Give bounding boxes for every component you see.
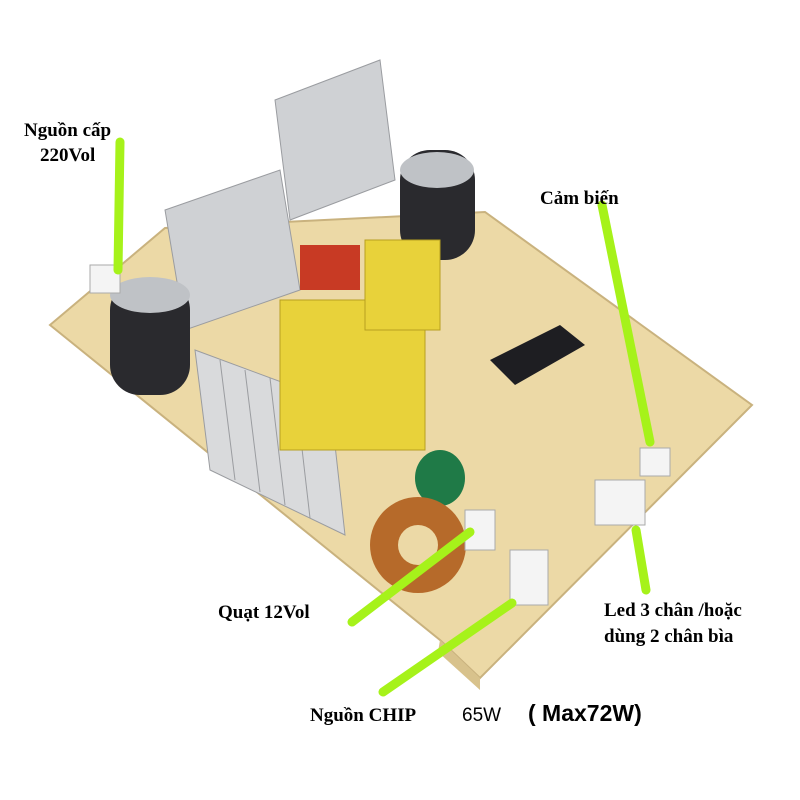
pointer-led [631, 525, 651, 595]
pcb-board-edge [438, 640, 480, 690]
transformer-small [364, 239, 441, 331]
pointer-power-in [113, 137, 125, 275]
label-power-max: ( Max72W) [528, 700, 642, 726]
connector-led [594, 479, 646, 526]
connector-chip [509, 549, 549, 606]
label-power-in-2: 220Vol [40, 145, 96, 166]
label-power-rating: 65W [462, 705, 502, 726]
label-led-1: Led 3 chân /hoặc [604, 600, 742, 621]
label-led-2: dùng 2 chân bìa [604, 626, 734, 647]
label-fan: Quạt 12Vol [218, 602, 310, 623]
connector-sensor [639, 447, 671, 477]
label-sensor: Cảm biến [540, 188, 619, 209]
label-power-in-1: Nguồn cấp [24, 120, 112, 141]
heatsink-small [164, 59, 396, 331]
label-chip-power: Nguồn CHIP [310, 705, 417, 726]
capacitor-red [300, 245, 360, 290]
pointer-chip [378, 598, 517, 697]
pointer-fan [347, 527, 475, 627]
ic-chip [490, 325, 585, 385]
pointer-sensor [597, 200, 655, 447]
capacitor-green [415, 450, 465, 506]
